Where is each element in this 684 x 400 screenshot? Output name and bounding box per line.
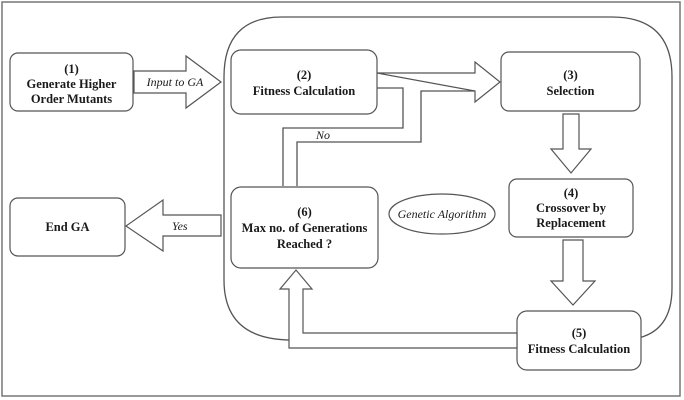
node-2-line-1: Fitness Calculation <box>253 84 355 98</box>
node-3-line-0: (3) <box>563 68 578 82</box>
node-fitness-calculation-5[interactable]: (5) Fitness Calculation <box>516 310 642 371</box>
input-to-ga-label: Input to GA <box>146 75 204 89</box>
node-3-line-1: Selection <box>547 84 595 98</box>
node-2-line-0: (2) <box>297 68 312 82</box>
fitness-to-selection-arrow <box>376 60 501 104</box>
no-label: No <box>315 128 330 142</box>
node-fitness-calculation-2[interactable]: (2) Fitness Calculation <box>230 49 378 115</box>
no-branch-outer-line <box>282 87 404 186</box>
crossover-to-fitness-arrow <box>549 239 597 306</box>
yes-label: Yes <box>172 219 188 233</box>
node-4-line-1: Crossover by <box>536 201 607 215</box>
selection-to-crossover-arrow <box>549 113 593 174</box>
fitness-to-generations-arrow <box>278 269 518 349</box>
node-1-line-0: (1) <box>64 62 79 76</box>
yes-arrow <box>124 198 222 253</box>
node-6-line-1: Max no. of Generations <box>242 221 368 235</box>
genetic-algorithm-badge: Genetic Algorithm <box>388 193 496 235</box>
no-branch-inner-line <box>296 90 475 186</box>
genetic-algorithm-label: Genetic Algorithm <box>398 207 487 221</box>
node-max-generations[interactable]: (6) Max no. of Generations Reached ? <box>230 186 379 269</box>
node-5-line-1: Fitness Calculation <box>528 342 630 356</box>
node-end-ga[interactable]: End GA <box>9 197 126 257</box>
node-4-line-0: (4) <box>564 186 579 200</box>
node-1-line-2: Order Mutants <box>31 92 112 106</box>
node-6-line-0: (6) <box>297 205 312 219</box>
node-generate-mutants[interactable]: (1) Generate Higher Order Mutants <box>9 52 134 112</box>
node-5-line-0: (5) <box>572 326 587 340</box>
node-crossover[interactable]: (4) Crossover by Replacement <box>508 178 634 238</box>
end-ga-label: End GA <box>45 220 89 234</box>
node-selection[interactable]: (3) Selection <box>500 51 641 112</box>
node-1-line-1: Generate Higher <box>27 77 117 91</box>
node-6-line-2: Reached ? <box>277 237 332 251</box>
node-4-line-2: Replacement <box>536 216 606 230</box>
input-arrow <box>133 54 223 110</box>
